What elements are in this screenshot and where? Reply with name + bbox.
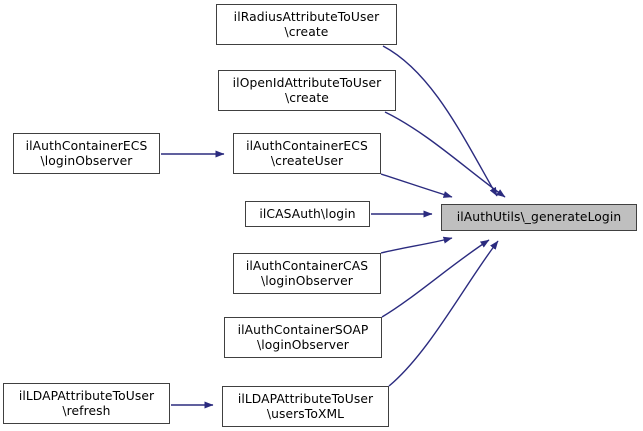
edge-soap-loginobserver-to-generatelogin — [381, 239, 490, 318]
edge-ldap-userstoxml-to-generatelogin — [388, 240, 499, 387]
node-label: ilAuthContainerSOAP \loginObserver — [237, 323, 369, 352]
node-ilcasauth-login[interactable]: ilCASAuth\login — [245, 201, 370, 227]
node-label: ilRadiusAttributeToUser \create — [233, 10, 380, 39]
node-ilauthcontainerecs-loginobserver[interactable]: ilAuthContainerECS \loginObserver — [13, 133, 160, 174]
node-ilopenidattributetouser-create[interactable]: ilOpenIdAttributeToUser \create — [218, 70, 396, 111]
node-ilauthcontainerecs-createuser[interactable]: ilAuthContainerECS \createUser — [233, 133, 381, 174]
edge-cas-loginobserver-to-generatelogin — [380, 236, 453, 254]
node-illdapattributetouser-userstoxml[interactable]: ilLDAPAttributeToUser \usersToXML — [222, 386, 389, 427]
edge-ecs-createuser-to-generatelogin — [380, 173, 453, 198]
node-label: ilCASAuth\login — [259, 206, 356, 221]
node-label: ilAuthContainerCAS \loginObserver — [245, 259, 369, 288]
node-ilauthcontainercas-loginobserver[interactable]: ilAuthContainerCAS \loginObserver — [233, 253, 381, 294]
node-label: ilAuthContainerECS \createUser — [246, 139, 368, 168]
node-label: ilLDAPAttributeToUser \usersToXML — [237, 392, 374, 421]
node-ilauthcontainersoap-loginobserver[interactable]: ilAuthContainerSOAP \loginObserver — [224, 317, 382, 358]
edge-openid-create-to-generatelogin — [384, 111, 506, 198]
node-label: ilAuthContainerECS \loginObserver — [25, 139, 148, 168]
edge-radius-create-to-generatelogin — [382, 45, 498, 197]
node-label: ilOpenIdAttributeToUser \create — [232, 76, 382, 105]
node-label: ilLDAPAttributeToUser \refresh — [18, 389, 155, 418]
node-ilradiusattributetouser-create[interactable]: ilRadiusAttributeToUser \create — [216, 4, 397, 45]
node-illdapattributetouser-refresh[interactable]: ilLDAPAttributeToUser \refresh — [3, 383, 170, 424]
node-label: ilAuthUtils\_generateLogin — [456, 210, 622, 225]
node-ilauthutils-generatelogin[interactable]: ilAuthUtils\_generateLogin — [441, 204, 637, 231]
